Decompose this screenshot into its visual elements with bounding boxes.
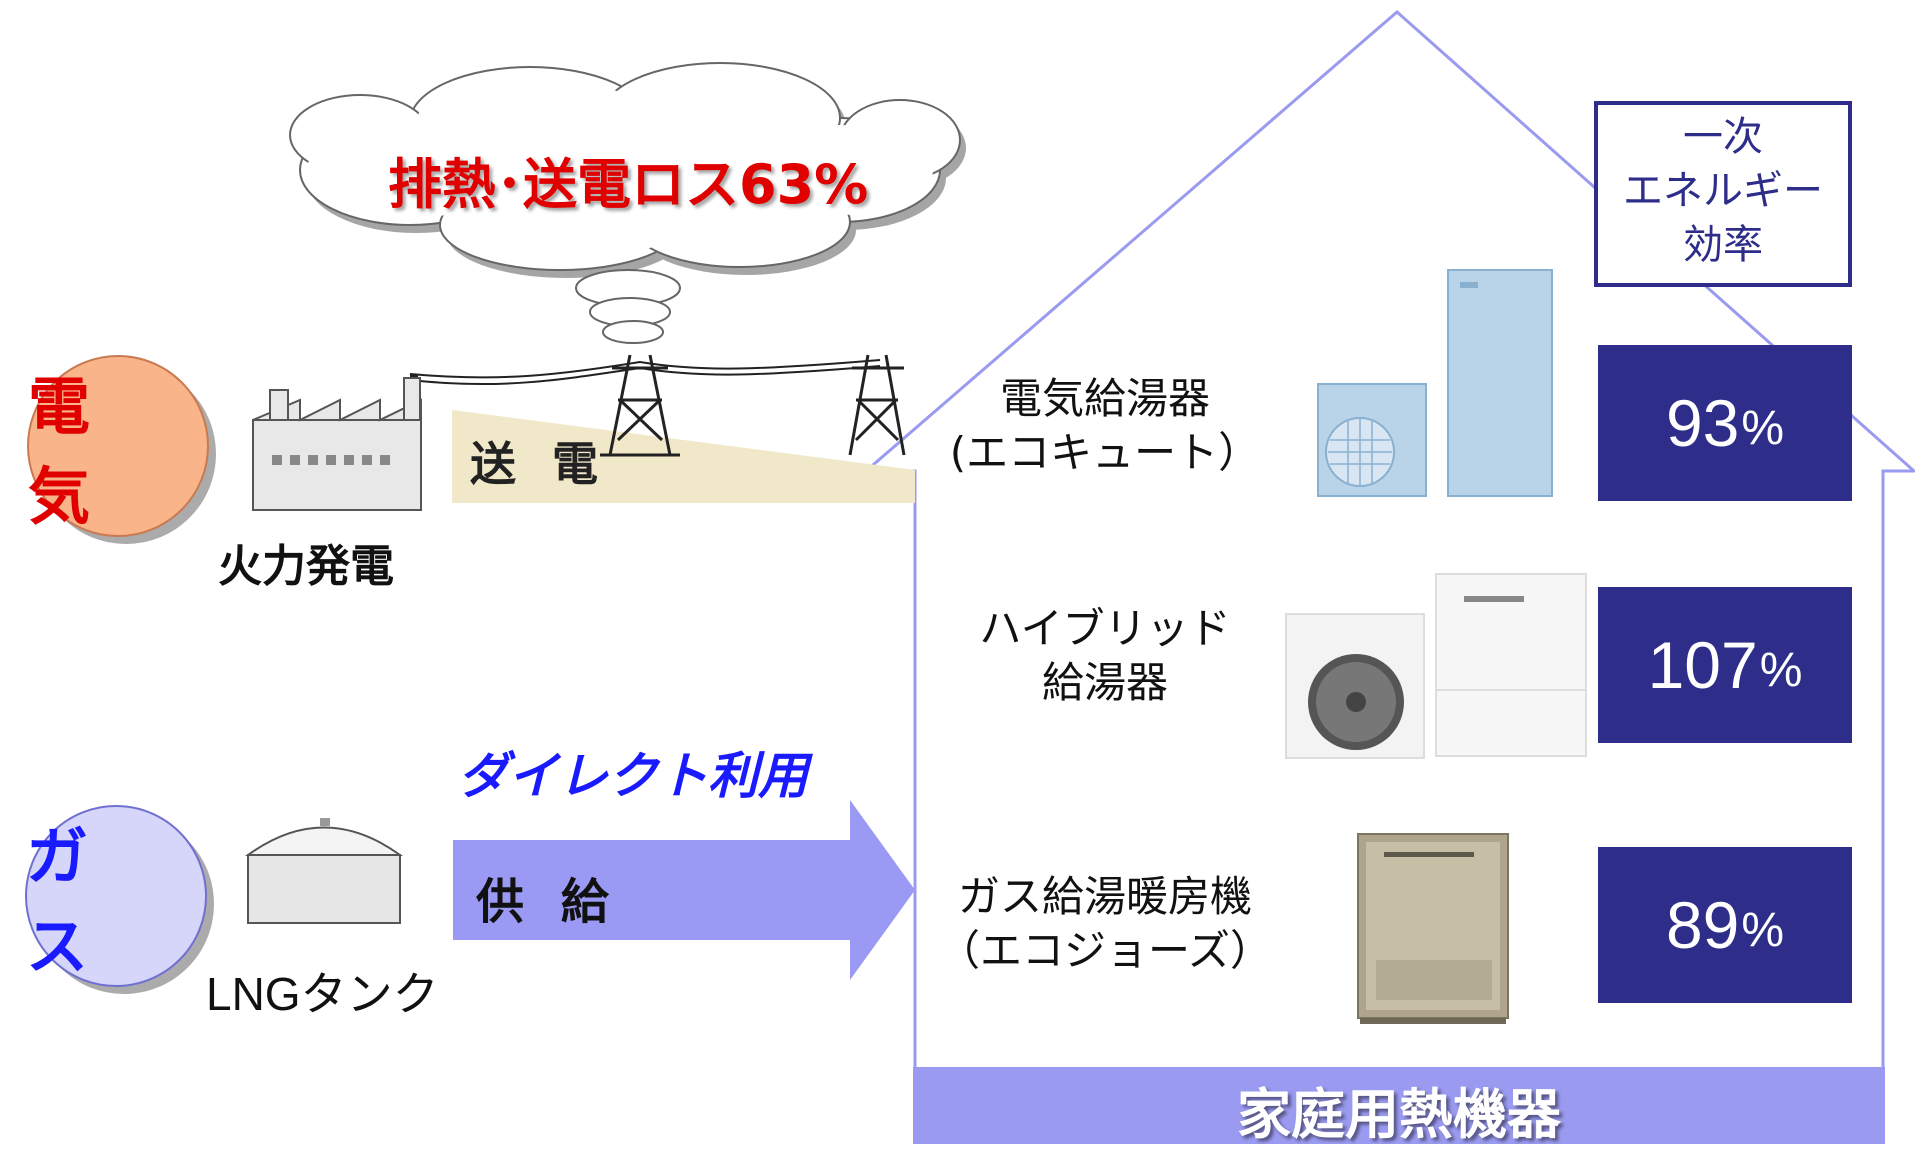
- device-name-line1: ハイブリッド: [979, 604, 1231, 653]
- supply-arrow: [453, 800, 915, 980]
- electric-circle-label: 電 気: [28, 370, 105, 533]
- efficiency-header: 一次 エネルギー 効率: [1598, 110, 1848, 272]
- gas-circle-bg: [25, 805, 207, 987]
- device-name-line2: （エコジョーズ）: [938, 926, 1272, 975]
- tank-label: LNGタンク: [206, 968, 439, 1020]
- hybrid-unit-icon: [1285, 573, 1587, 759]
- efficiency-header-line: 一次: [1683, 114, 1763, 160]
- gas-circle-label: ガ ス: [26, 820, 103, 983]
- tower-icon: [848, 354, 906, 456]
- device-name-line2: (エコキュート）: [949, 428, 1261, 477]
- ecojozu-unit-icon: [1357, 833, 1509, 1024]
- efficiency-unit: %: [1741, 401, 1785, 455]
- efficiency-header-line: エネルギー: [1623, 168, 1823, 214]
- house-footer-label: 家庭用熱機器: [1237, 1083, 1561, 1146]
- efficiency-header-line: 効率: [1683, 222, 1763, 268]
- plant-label: 火力発電: [218, 541, 394, 592]
- efficiency-box-ecojozu: 89%: [1598, 847, 1852, 1003]
- device-name-line1: ガス給湯暖房機: [957, 872, 1252, 921]
- efficiency-header-box: [1594, 101, 1852, 287]
- efficiency-value: 107: [1647, 628, 1758, 702]
- supply-label: 供 給: [476, 874, 619, 930]
- transmission-label: 送 電: [470, 437, 609, 491]
- device-label-ecocute: 電気給湯器 (エコキュート）: [940, 372, 1270, 480]
- ecocute-unit-icon: [1317, 269, 1553, 497]
- efficiency-box-ecocute: 93%: [1598, 345, 1852, 501]
- device-name-line1: 電気給湯器: [999, 374, 1210, 423]
- house-footer-band: [913, 1067, 1885, 1144]
- lng-tank-icon: [244, 818, 404, 924]
- efficiency-value: 89: [1665, 888, 1740, 962]
- loss-text: 排熱･送電ロス63%: [388, 153, 869, 216]
- efficiency-unit: %: [1741, 903, 1785, 957]
- power-line: [409, 359, 881, 379]
- efficiency-value: 93: [1665, 386, 1740, 460]
- device-name-line2: 給湯器: [1041, 658, 1168, 707]
- transmission-band: [452, 410, 915, 503]
- electric-circle-bg: [27, 355, 209, 537]
- device-label-ecojozu: ガス給湯暖房機 （エコジョーズ）: [925, 870, 1285, 978]
- device-label-hybrid: ハイブリッド 給湯器: [940, 602, 1270, 710]
- efficiency-unit: %: [1759, 643, 1803, 697]
- direct-use-label: ダイレクト利用: [458, 747, 808, 805]
- efficiency-box-hybrid: 107%: [1598, 587, 1852, 743]
- tower-icon: [600, 354, 680, 457]
- factory-icon: [252, 374, 422, 511]
